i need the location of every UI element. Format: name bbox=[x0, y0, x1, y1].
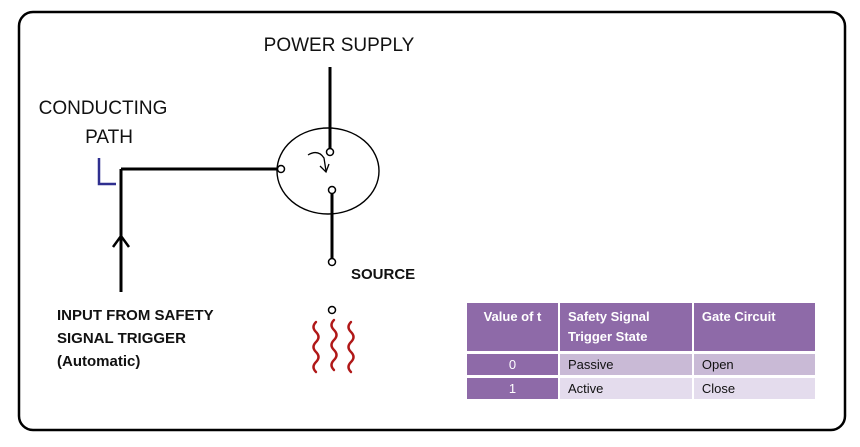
switch-arm-icon bbox=[307, 151, 327, 172]
table-row: 0 Passive Open bbox=[467, 354, 815, 375]
cell-gate-circuit: Close bbox=[693, 378, 815, 399]
heat-waves-icon bbox=[312, 318, 355, 374]
header-gate-circuit: Gate Circuit bbox=[693, 303, 815, 351]
cell-value-of-t: 0 bbox=[467, 354, 558, 375]
input-label-line1: INPUT FROM SAFETY bbox=[57, 307, 214, 324]
cell-trigger-state: Passive bbox=[560, 354, 692, 375]
switch-arrow-head-icon bbox=[319, 163, 330, 174]
power-supply-label: POWER SUPPLY bbox=[264, 35, 415, 56]
source-label: SOURCE bbox=[351, 266, 415, 283]
cell-value-of-t: 1 bbox=[467, 378, 558, 399]
switch-contact-top bbox=[325, 147, 335, 157]
diagram-frame bbox=[17, 10, 847, 432]
header-value-of-t: Value of t bbox=[467, 303, 558, 351]
table-row: 1 Active Close bbox=[467, 378, 815, 399]
source-terminal-bottom bbox=[327, 305, 337, 315]
cell-trigger-state: Active bbox=[560, 378, 692, 399]
conducting-path-label-line1: CONDUCTING bbox=[39, 98, 168, 119]
conducting-path-bracket bbox=[97, 158, 116, 186]
switch-contact-left bbox=[276, 164, 286, 174]
source-terminal-top bbox=[327, 257, 337, 267]
input-arrow-icon bbox=[111, 233, 131, 248]
input-label-line2: SIGNAL TRIGGER bbox=[57, 330, 186, 347]
switch-housing bbox=[276, 127, 380, 215]
cell-gate-circuit: Open bbox=[693, 354, 815, 375]
conducting-path-label-line2: PATH bbox=[85, 127, 133, 148]
switch-contact-bottom bbox=[327, 185, 337, 195]
input-label-line3: (Automatic) bbox=[57, 353, 140, 370]
